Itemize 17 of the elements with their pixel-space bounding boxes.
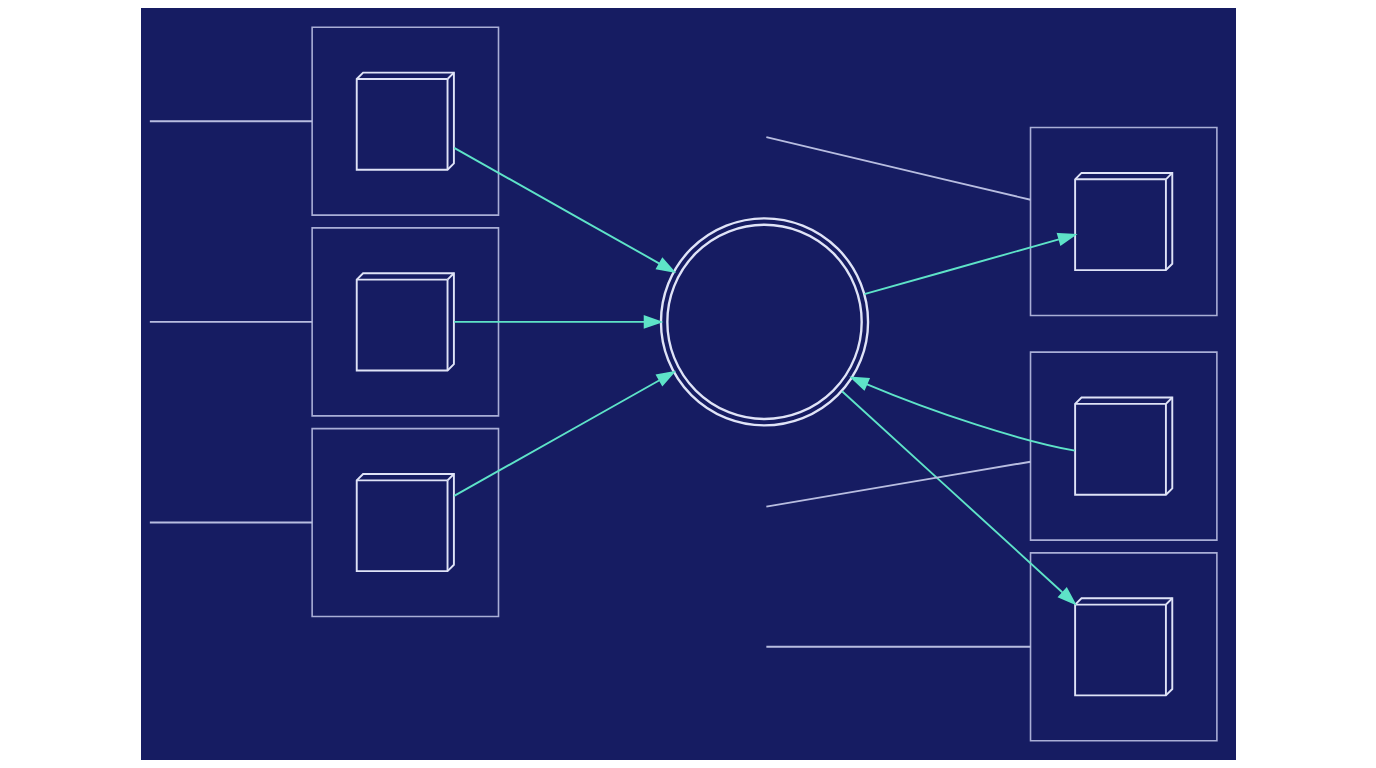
connector bbox=[148, 320, 313, 323]
connector bbox=[148, 120, 313, 123]
connector bbox=[764, 645, 1031, 648]
cluster bbox=[1029, 351, 1218, 541]
arrow bbox=[452, 370, 676, 497]
arrow bbox=[862, 232, 1078, 296]
connector bbox=[148, 521, 313, 524]
cluster bbox=[310, 227, 499, 417]
cluster bbox=[1029, 126, 1218, 317]
connector bbox=[764, 460, 1031, 508]
cluster bbox=[310, 427, 499, 618]
arrow bbox=[452, 146, 676, 273]
arrow bbox=[848, 376, 1076, 452]
cluster bbox=[1029, 552, 1218, 742]
connector bbox=[764, 136, 1031, 201]
arrow bbox=[452, 314, 663, 329]
arrow bbox=[840, 390, 1077, 606]
